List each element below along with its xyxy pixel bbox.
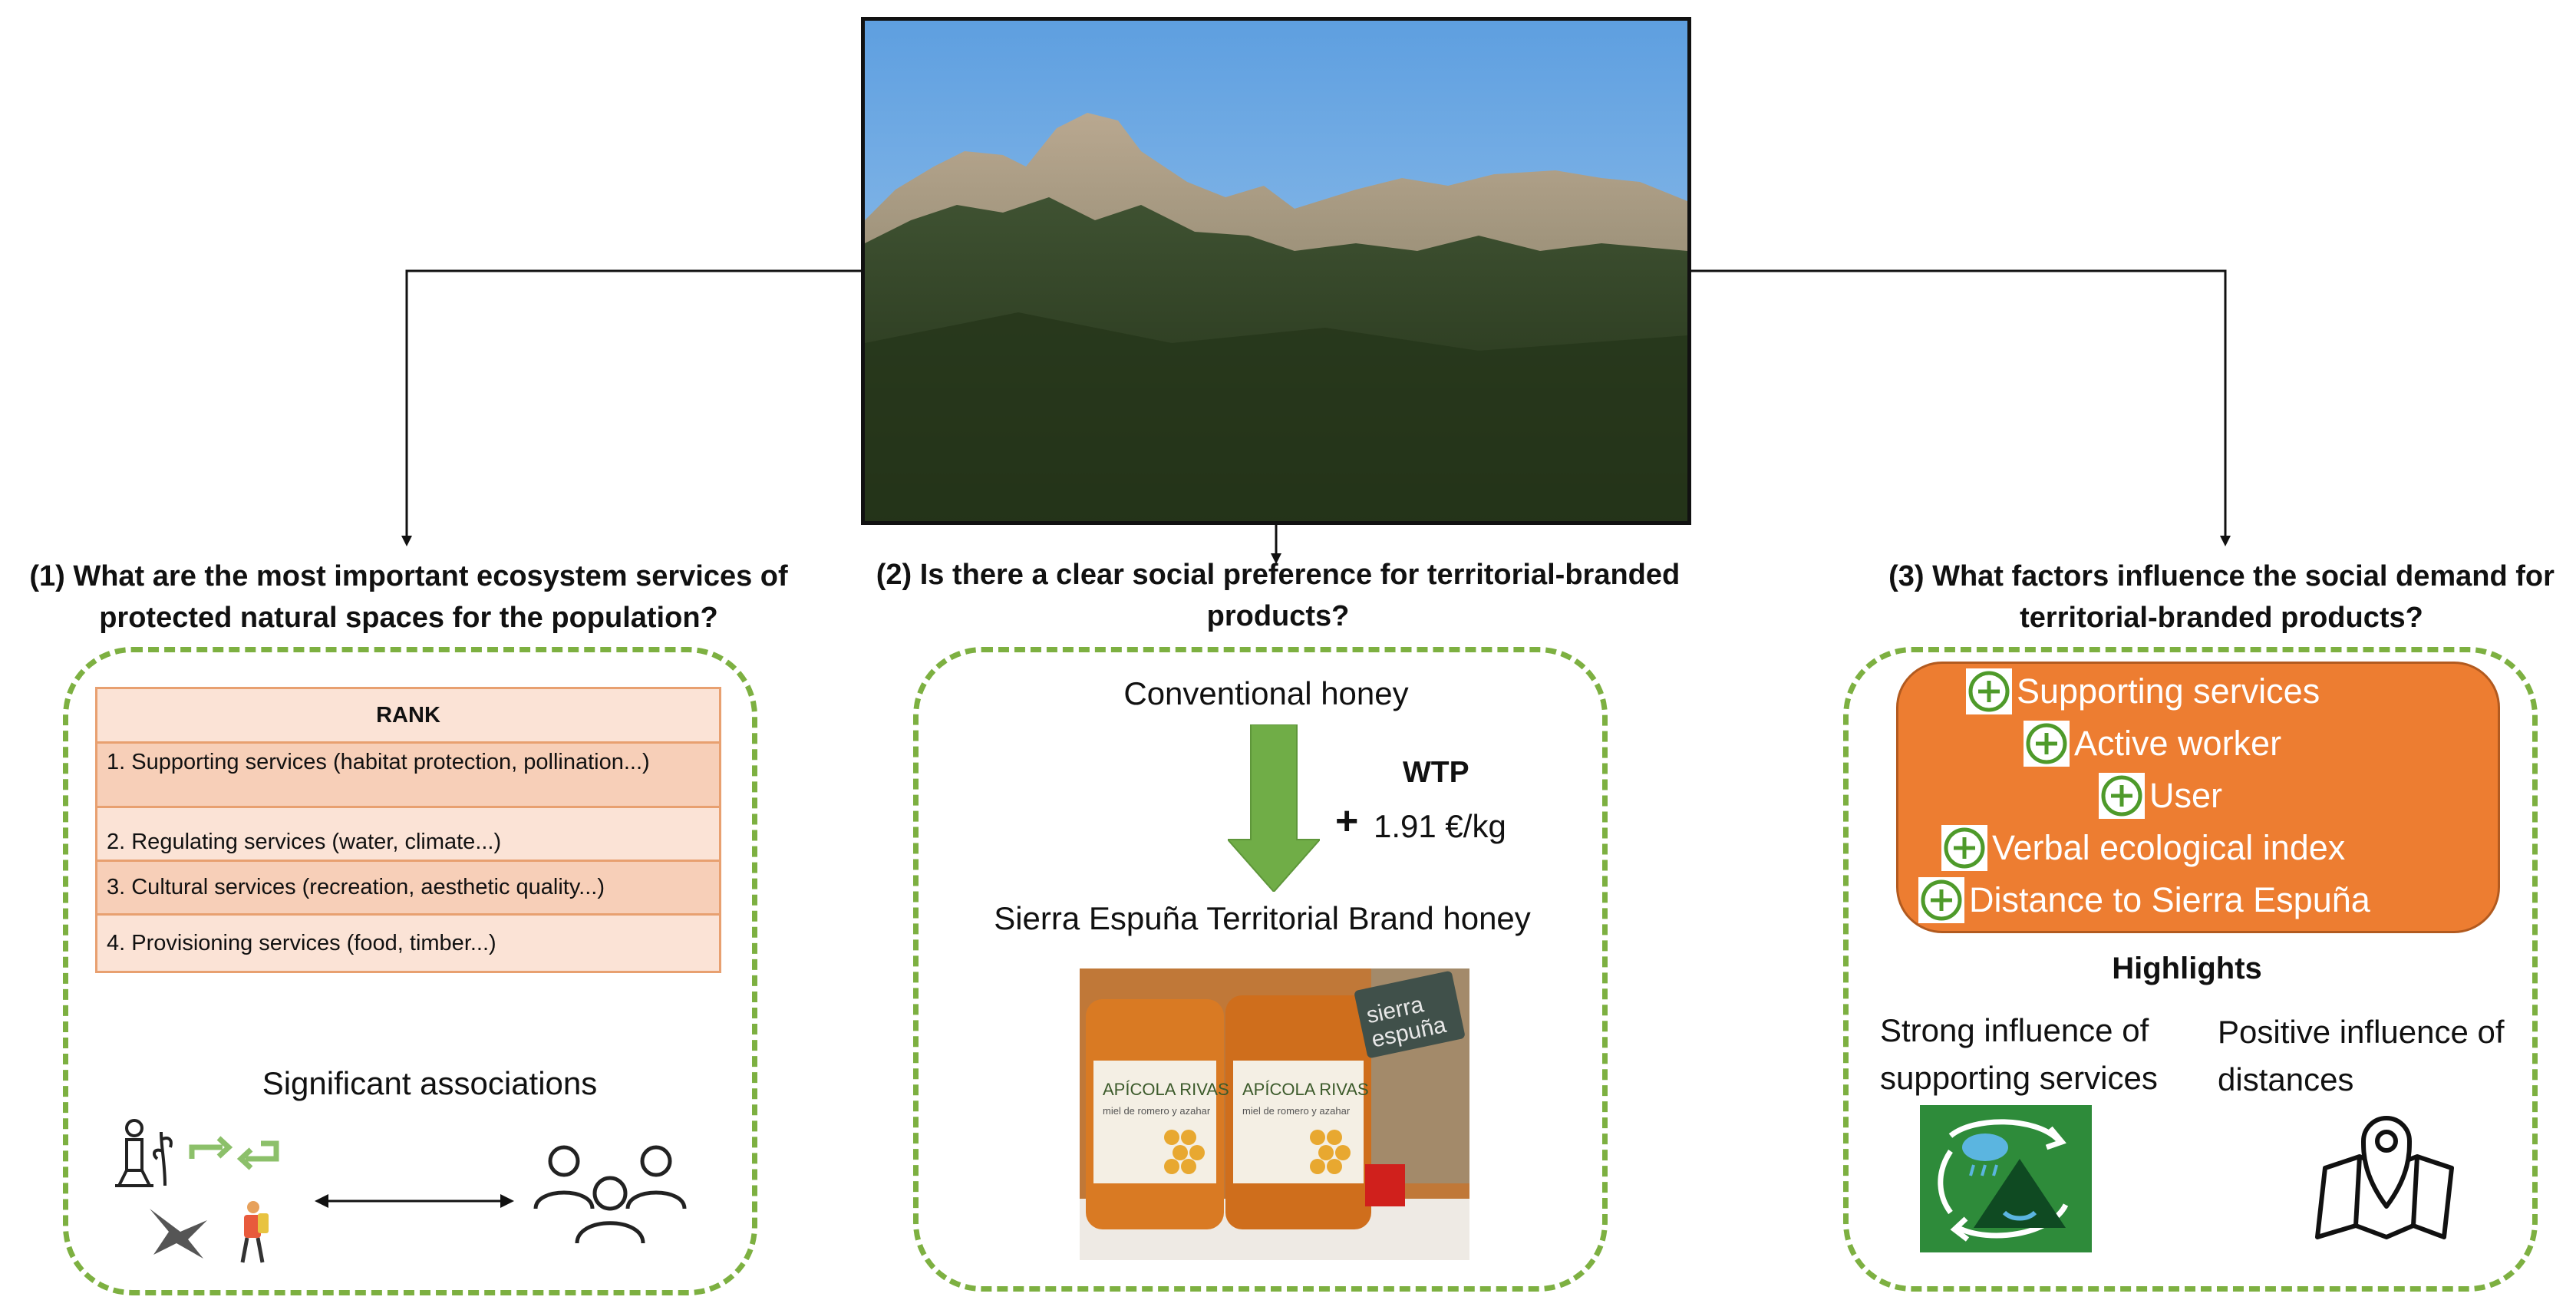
plus-circle-icon: [1918, 877, 1964, 923]
jar-label-1: APÍCOLA RIVAS: [1103, 1080, 1229, 1099]
factor-label: Distance to Sierra Espuña: [1969, 880, 2370, 919]
people-group-icon: [533, 1145, 687, 1244]
highlight-right: Positive influence of distances: [2218, 1008, 2505, 1104]
panel-factors: [1843, 647, 2538, 1292]
rank-header: RANK: [97, 689, 719, 744]
services-icons: [115, 1119, 279, 1263]
rank-row: 1. Supporting services (habitat protecti…: [97, 744, 719, 808]
climate-cycle-icon: [1920, 1105, 2092, 1252]
down-arrow: [1228, 724, 1320, 892]
factor-item: Verbal ecological index: [1941, 825, 2345, 871]
map-pin-icon: [2315, 1116, 2454, 1239]
farmer-icon: [115, 1119, 173, 1187]
question-3: (3) What factors influence the social de…: [1888, 560, 2555, 634]
factor-item: Distance to Sierra Espuña: [1918, 877, 2370, 923]
honey-jars-photo: APÍCOLA RIVAS miel de romero y azahar AP…: [1080, 968, 1469, 1260]
wtp-value: 1.91 €/kg: [1374, 808, 1506, 844]
bird-icon: [150, 1209, 207, 1259]
recycle-arrows-icon: [189, 1136, 279, 1170]
question-2: (2) Is there a clear social preference f…: [876, 559, 1681, 632]
factor-label: Active worker: [2074, 724, 2282, 763]
factor-item: Supporting services: [1966, 668, 2320, 714]
mountain-photo: [861, 17, 1691, 525]
connector-right: [1691, 269, 2231, 546]
rank-row: 2. Regulating services (water, climate..…: [97, 808, 719, 862]
highlight-right-line2: distances: [2218, 1061, 2354, 1097]
factor-item: User: [2099, 773, 2222, 819]
panel-ecosystem-services: [63, 647, 757, 1295]
rank-table: RANK 1. Supporting services (habitat pro…: [95, 687, 721, 973]
factor-item: Active worker: [2024, 721, 2281, 767]
rank-row: 3. Cultural services (recreation, aesthe…: [97, 862, 719, 916]
factor-label: Verbal ecological index: [1992, 828, 2346, 867]
highlight-left-line1: Strong influence of: [1880, 1012, 2149, 1048]
panel-social-preference: [913, 647, 1608, 1292]
rank-row: 4. Provisioning services (food, timber..…: [97, 916, 719, 971]
jar-sublabel-1: miel de romero y azahar: [1103, 1105, 1211, 1117]
highlight-left: Strong influence of supporting services: [1880, 1007, 2158, 1102]
factor-label: User: [2149, 776, 2223, 815]
question-1: (1) What are the most important ecosyste…: [29, 560, 788, 634]
associations-label: Significant associations: [262, 1065, 598, 1101]
plus-circle-icon: [1941, 825, 1987, 871]
plus-circle-icon: [2024, 721, 2070, 767]
highlight-left-line2: supporting services: [1880, 1060, 2158, 1096]
wtp-title: WTP: [1403, 756, 1469, 789]
hiker-icon: [240, 1201, 269, 1263]
plus-circle-icon: [2099, 773, 2145, 819]
factor-label: Supporting services: [2017, 671, 2320, 711]
jar-label-2: APÍCOLA RIVAS: [1242, 1080, 1369, 1099]
plus-circle-icon: [1966, 668, 2012, 714]
double-arrow: [315, 1194, 514, 1208]
wtp-plus: +: [1335, 799, 1359, 843]
territorial-honey-label: Sierra Espuña Territorial Brand honey: [994, 900, 1531, 936]
conventional-honey-label: Conventional honey: [1123, 675, 1409, 711]
highlight-right-line1: Positive influence of: [2218, 1014, 2505, 1050]
connector-left: [401, 269, 861, 546]
highlights-title: Highlights: [2112, 952, 2262, 985]
jar-sublabel-2: miel de romero y azahar: [1242, 1105, 1351, 1117]
factors-box: Supporting services Active worker User V…: [1896, 662, 2500, 933]
